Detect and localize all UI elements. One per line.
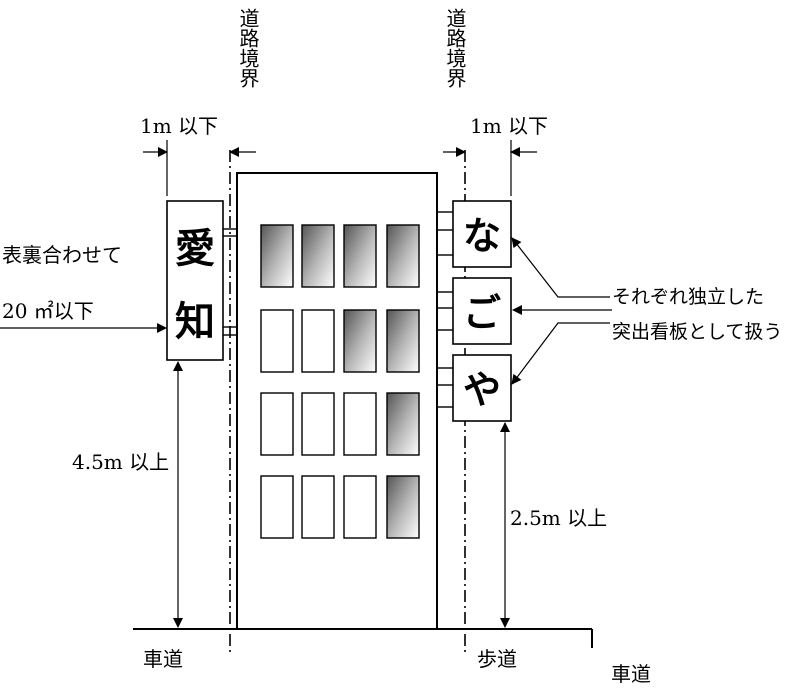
building-window bbox=[343, 309, 377, 373]
right-sign-1: な bbox=[452, 200, 512, 268]
ground bbox=[133, 628, 593, 648]
building-window bbox=[260, 224, 294, 288]
building-window bbox=[386, 309, 420, 373]
building-window bbox=[260, 475, 294, 539]
left-width-dimension bbox=[143, 140, 256, 196]
building-window bbox=[343, 392, 377, 456]
right-sign-2: ご bbox=[452, 277, 512, 345]
road-boundary-label-right: 道路境界 bbox=[443, 8, 467, 88]
right-width-dimension bbox=[443, 140, 537, 196]
building-window bbox=[260, 309, 294, 373]
area-label-line1: 表裏合わせて bbox=[2, 243, 122, 267]
left-projecting-sign: 愛 知 bbox=[166, 200, 237, 361]
left-sign-char-1: 愛 bbox=[175, 226, 215, 272]
note-arrows bbox=[511, 237, 612, 385]
right-height-label: 2.5m 以上 bbox=[510, 506, 607, 530]
svg-text:ご: ご bbox=[463, 291, 501, 335]
building-window bbox=[301, 475, 335, 539]
building-window bbox=[343, 224, 377, 288]
building-window bbox=[260, 392, 294, 456]
right-width-label: 1m 以下 bbox=[470, 114, 548, 138]
ground-label-roadway-left: 車道 bbox=[143, 647, 183, 671]
left-sign-char-2: 知 bbox=[175, 299, 215, 345]
building-windows bbox=[260, 224, 420, 539]
left-width-label: 1m 以下 bbox=[140, 114, 218, 138]
building-window bbox=[301, 224, 335, 288]
building-window bbox=[386, 224, 420, 288]
building-window bbox=[386, 392, 420, 456]
svg-text:な: な bbox=[463, 214, 501, 258]
building bbox=[236, 172, 438, 630]
right-sign-3: や bbox=[452, 354, 512, 422]
note-line1: それぞれ独立した bbox=[612, 286, 764, 308]
note-line2: 突出看板として扱う bbox=[612, 321, 782, 343]
road-boundary-label-left: 道路境界 bbox=[236, 8, 260, 88]
building-window bbox=[301, 309, 335, 373]
building-window bbox=[386, 475, 420, 539]
ground-label-roadway-right: 車道 bbox=[611, 662, 651, 686]
right-projecting-signs: な ご や bbox=[437, 200, 512, 422]
left-height-label: 4.5m 以上 bbox=[72, 450, 169, 474]
svg-text:や: や bbox=[463, 368, 501, 412]
ground-label-sidewalk: 歩道 bbox=[477, 647, 517, 671]
building-window bbox=[343, 475, 377, 539]
building-window bbox=[301, 392, 335, 456]
area-label-line2: 20 ㎡以下 bbox=[2, 299, 94, 323]
